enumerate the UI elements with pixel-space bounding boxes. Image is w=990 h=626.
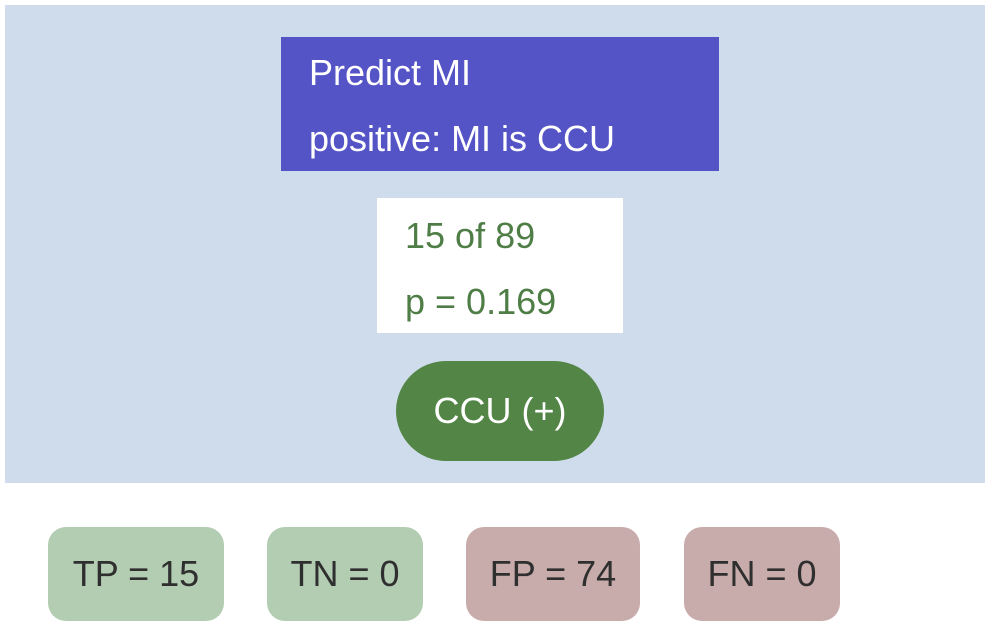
result-label: CCU (+) <box>433 390 567 431</box>
metric-false-negative: FN = 0 <box>684 527 840 621</box>
metric-true-negative: TN = 0 <box>267 527 423 621</box>
metric-fn-label: FN = 0 <box>707 553 817 594</box>
metric-false-positive: FP = 74 <box>466 527 640 621</box>
prediction-title: Predict MI <box>309 52 472 93</box>
stats-probability: p = 0.169 <box>405 281 557 322</box>
metric-fp-label: FP = 74 <box>489 553 617 594</box>
result-pill: CCU (+) <box>396 361 604 461</box>
prediction-positive-label: positive: MI is CCU <box>309 118 616 159</box>
stats-count: 15 of 89 <box>405 215 536 256</box>
decision-node-panel: Predict MI positive: MI is CCU 15 of 89 … <box>5 5 985 483</box>
prediction-box: Predict MI positive: MI is CCU <box>281 37 719 171</box>
metric-tn-label: TN = 0 <box>290 553 400 594</box>
metric-true-positive: TP = 15 <box>48 527 224 621</box>
stats-box: 15 of 89 p = 0.169 <box>377 198 623 333</box>
metric-tp-label: TP = 15 <box>72 553 200 594</box>
